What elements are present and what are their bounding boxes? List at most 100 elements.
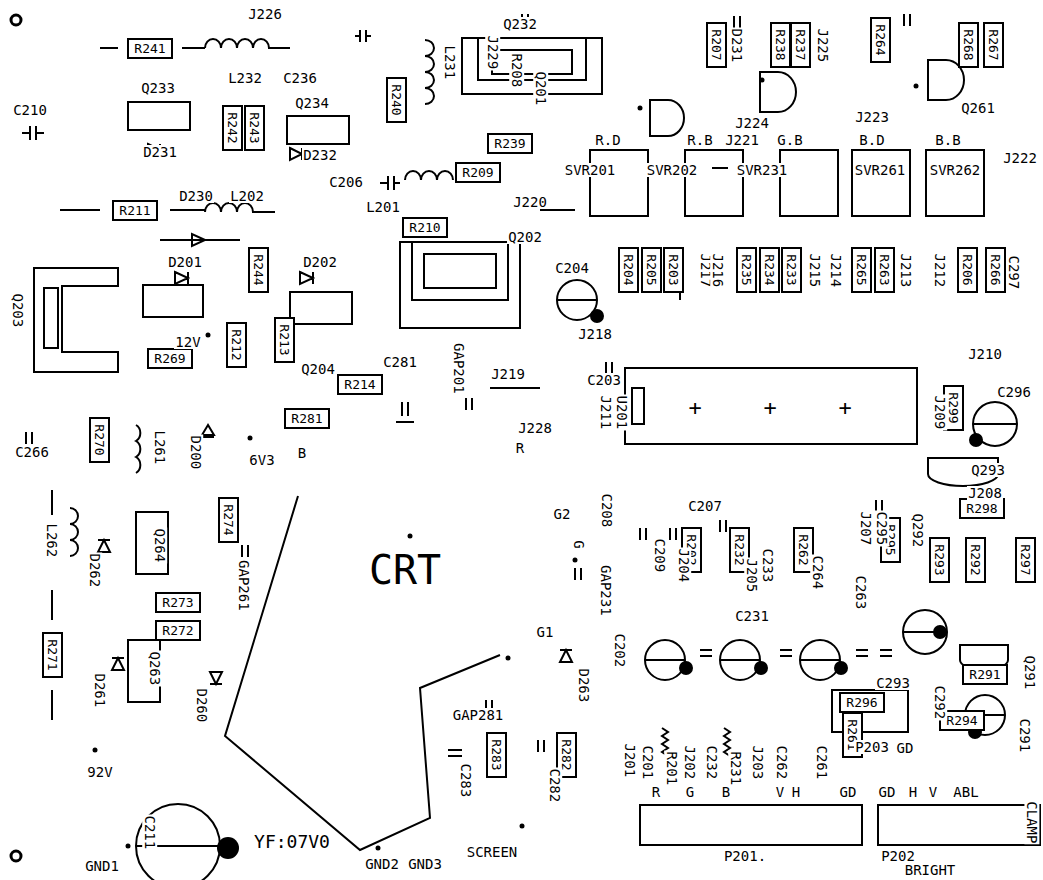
silkscreen-label: C209 — [653, 537, 668, 573]
silkscreen-label: R201 — [665, 750, 680, 786]
resistor-box: R214 — [337, 374, 382, 395]
part-number: R214 — [344, 378, 375, 391]
silkscreen-label: J223 — [854, 110, 890, 125]
silkscreen-label: R231 — [729, 750, 744, 786]
part-number: R296 — [846, 696, 877, 709]
silkscreen-label: GD — [896, 741, 915, 756]
silkscreen-label: SCREEN — [466, 845, 519, 860]
silkscreen-label: C207 — [687, 499, 723, 514]
part-number: R291 — [969, 668, 1000, 681]
resistor-box: R210 — [402, 217, 447, 238]
silkscreen-label: Q201 — [534, 70, 549, 106]
silkscreen-label: D231 — [142, 145, 178, 160]
part-number: R281 — [291, 412, 322, 425]
silkscreen-label: G2 — [553, 507, 572, 522]
silkscreen-label: P201. — [723, 849, 767, 864]
silkscreen-label: R.B — [686, 133, 713, 148]
silkscreen-label: C203 — [586, 373, 622, 388]
part-number: R262 — [797, 534, 810, 565]
silkscreen-label: CLAMP — [1025, 800, 1040, 844]
silkscreen-label: C201 — [641, 744, 656, 780]
silkscreen-label: C283 — [459, 762, 474, 798]
silkscreen-label: Q293 — [970, 463, 1006, 478]
part-number: R265 — [855, 254, 868, 285]
silkscreen-label: L231 — [443, 44, 458, 80]
silkscreen-label: 6V3 — [248, 453, 275, 468]
silkscreen-label: C295 — [875, 510, 890, 546]
resistor-box: R268 — [958, 22, 979, 67]
silkscreen-label: C262 — [775, 744, 790, 780]
resistor-box: R269 — [147, 348, 192, 369]
silkscreen-label: GND3 — [407, 857, 443, 872]
silkscreen-label: C297 — [1007, 254, 1022, 290]
silkscreen-label: C233 — [761, 547, 776, 583]
silkscreen-label: J212 — [933, 252, 948, 288]
silkscreen-label: C206 — [328, 175, 364, 190]
silkscreen-label: C263 — [854, 574, 869, 610]
silkscreen-label: Q204 — [300, 362, 336, 377]
silkscreen-label: J208 — [967, 486, 1003, 501]
silkscreen-label: B.B — [934, 133, 961, 148]
resistor-box: R212 — [226, 322, 247, 367]
silkscreen-label: R — [651, 785, 661, 800]
silkscreen-label: C231 — [734, 609, 770, 624]
silkscreen-label: G — [685, 785, 695, 800]
resistor-box: R234 — [759, 247, 780, 292]
silkscreen-label: L202 — [229, 189, 265, 204]
silkscreen-label: GND1 — [84, 859, 120, 874]
silkscreen-label: YF:07V0 — [253, 833, 331, 852]
silkscreen-label: J205 — [745, 557, 760, 593]
silkscreen-label: D200 — [189, 434, 204, 470]
resistor-box: R267 — [983, 22, 1004, 67]
silkscreen-label: 12V — [174, 335, 201, 350]
resistor-box: R265 — [851, 247, 872, 292]
resistor-box: R273 — [155, 592, 200, 613]
resistor-box: R243 — [244, 105, 265, 150]
silkscreen-label: Q261 — [960, 101, 996, 116]
silkscreen-label: D230 — [178, 189, 214, 204]
resistor-box: R238 — [770, 22, 791, 67]
silkscreen-label: D232 — [302, 148, 338, 163]
silkscreen-label: SVR202 — [646, 163, 699, 178]
silkscreen-label: J218 — [577, 327, 613, 342]
part-number: R270 — [93, 424, 106, 455]
resistor-box: R283 — [486, 732, 507, 777]
resistor-box: R293 — [929, 537, 950, 582]
silkscreen-label: B.D — [858, 133, 885, 148]
resistor-box: R266 — [985, 247, 1006, 292]
silkscreen-label: J214 — [829, 252, 844, 288]
resistor-box: R239 — [487, 133, 532, 154]
silkscreen-label: Q292 — [911, 512, 926, 548]
part-number: R269 — [154, 352, 185, 365]
silkscreen-label: ABL — [952, 785, 979, 800]
silkscreen-label: C210 — [12, 103, 48, 118]
part-number: R233 — [785, 254, 798, 285]
part-number: R237 — [794, 29, 807, 60]
silkscreen-label: H — [908, 785, 918, 800]
part-number: R292 — [969, 544, 982, 575]
resistor-box: R207 — [706, 22, 727, 67]
silkscreen-label: C261 — [815, 744, 830, 780]
silkscreen-label: C293 — [875, 676, 911, 691]
silkscreen-label: J207 — [859, 510, 874, 546]
silkscreen-label: SVR201 — [564, 163, 617, 178]
silkscreen-label: GAP261 — [236, 559, 251, 612]
silkscreen-label: C291 — [1018, 717, 1033, 753]
resistor-box: R264 — [870, 17, 891, 62]
silkscreen-label: R.D — [594, 133, 621, 148]
resistor-box: R242 — [222, 105, 243, 150]
resistor-box: R235 — [736, 247, 757, 292]
silkscreen-label: C208 — [600, 492, 615, 528]
part-number: R283 — [490, 739, 503, 770]
silkscreen-label: GD — [839, 785, 858, 800]
silkscreen-label: J229 — [486, 34, 501, 70]
silkscreen-label: C211 — [143, 814, 158, 850]
silkscreen-label: GD — [878, 785, 897, 800]
silkscreen-label: C266 — [14, 445, 50, 460]
silkscreen-label: 92V — [86, 765, 113, 780]
part-number: R244 — [252, 254, 265, 285]
silkscreen-label: + — [837, 396, 852, 419]
silkscreen-label: Q232 — [502, 17, 538, 32]
silkscreen-label: C282 — [548, 767, 563, 803]
part-number: R293 — [933, 544, 946, 575]
